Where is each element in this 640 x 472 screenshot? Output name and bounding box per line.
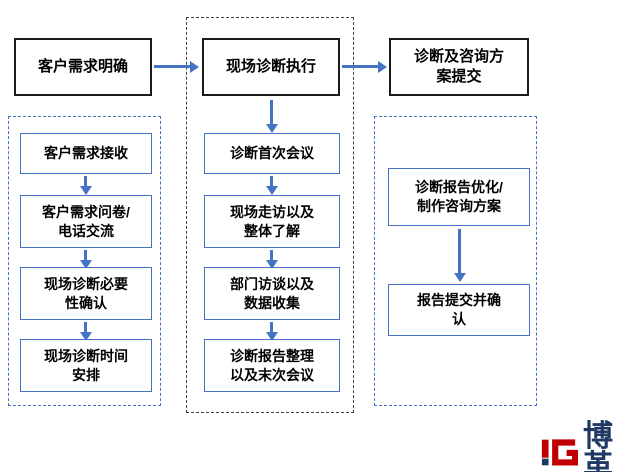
step-box-2-4: 诊断报告整理 以及末次会议 (204, 339, 340, 392)
brand-text: 博革 (583, 420, 614, 472)
flow-arrow-right-1 (154, 65, 190, 68)
flow-arrow-down-1-2 (84, 250, 87, 260)
brand-logo: 博革 (540, 422, 640, 472)
flow-arrow-right-2 (342, 65, 378, 68)
step-box-1-3: 现场诊断必要 性确认 (20, 267, 152, 320)
flow-arrow-down-1-1 (84, 176, 87, 186)
step-box-1-1: 客户需求接收 (20, 133, 152, 174)
flow-arrow-down-2-2 (270, 250, 273, 260)
flow-arrow-down-2-3 (270, 322, 273, 332)
step-box-1-2: 客户需求问卷/ 电话交流 (20, 195, 152, 248)
phase-box-customer-needs: 客户需求明确 (14, 38, 152, 96)
step-box-2-2: 现场走访以及 整体了解 (204, 195, 340, 248)
flow-arrow-down-2-0 (270, 100, 273, 124)
flow-arrow-down-1-3 (84, 322, 87, 332)
phase-box-onsite-diagnosis: 现场诊断执行 (202, 38, 340, 96)
phase-box-plan-submission: 诊断及咨询方 案提交 (389, 38, 529, 96)
step-box-1-4: 现场诊断时间 安排 (20, 339, 152, 392)
step-box-2-1: 诊断首次会议 (204, 133, 340, 174)
dashed-group-phase-2 (186, 17, 354, 413)
step-box-3-1: 诊断报告优化/ 制作咨询方案 (388, 168, 530, 226)
step-box-2-3: 部门访谈以及 数据收集 (204, 267, 340, 320)
dashed-group-phase-3 (374, 116, 537, 406)
dashed-group-phase-1 (8, 116, 161, 406)
flow-arrow-down-3-1 (458, 229, 461, 273)
step-box-3-2: 报告提交并确 认 (388, 284, 530, 336)
bogee-g-logo-icon (540, 433, 578, 471)
flow-arrow-down-2-1 (270, 176, 273, 186)
